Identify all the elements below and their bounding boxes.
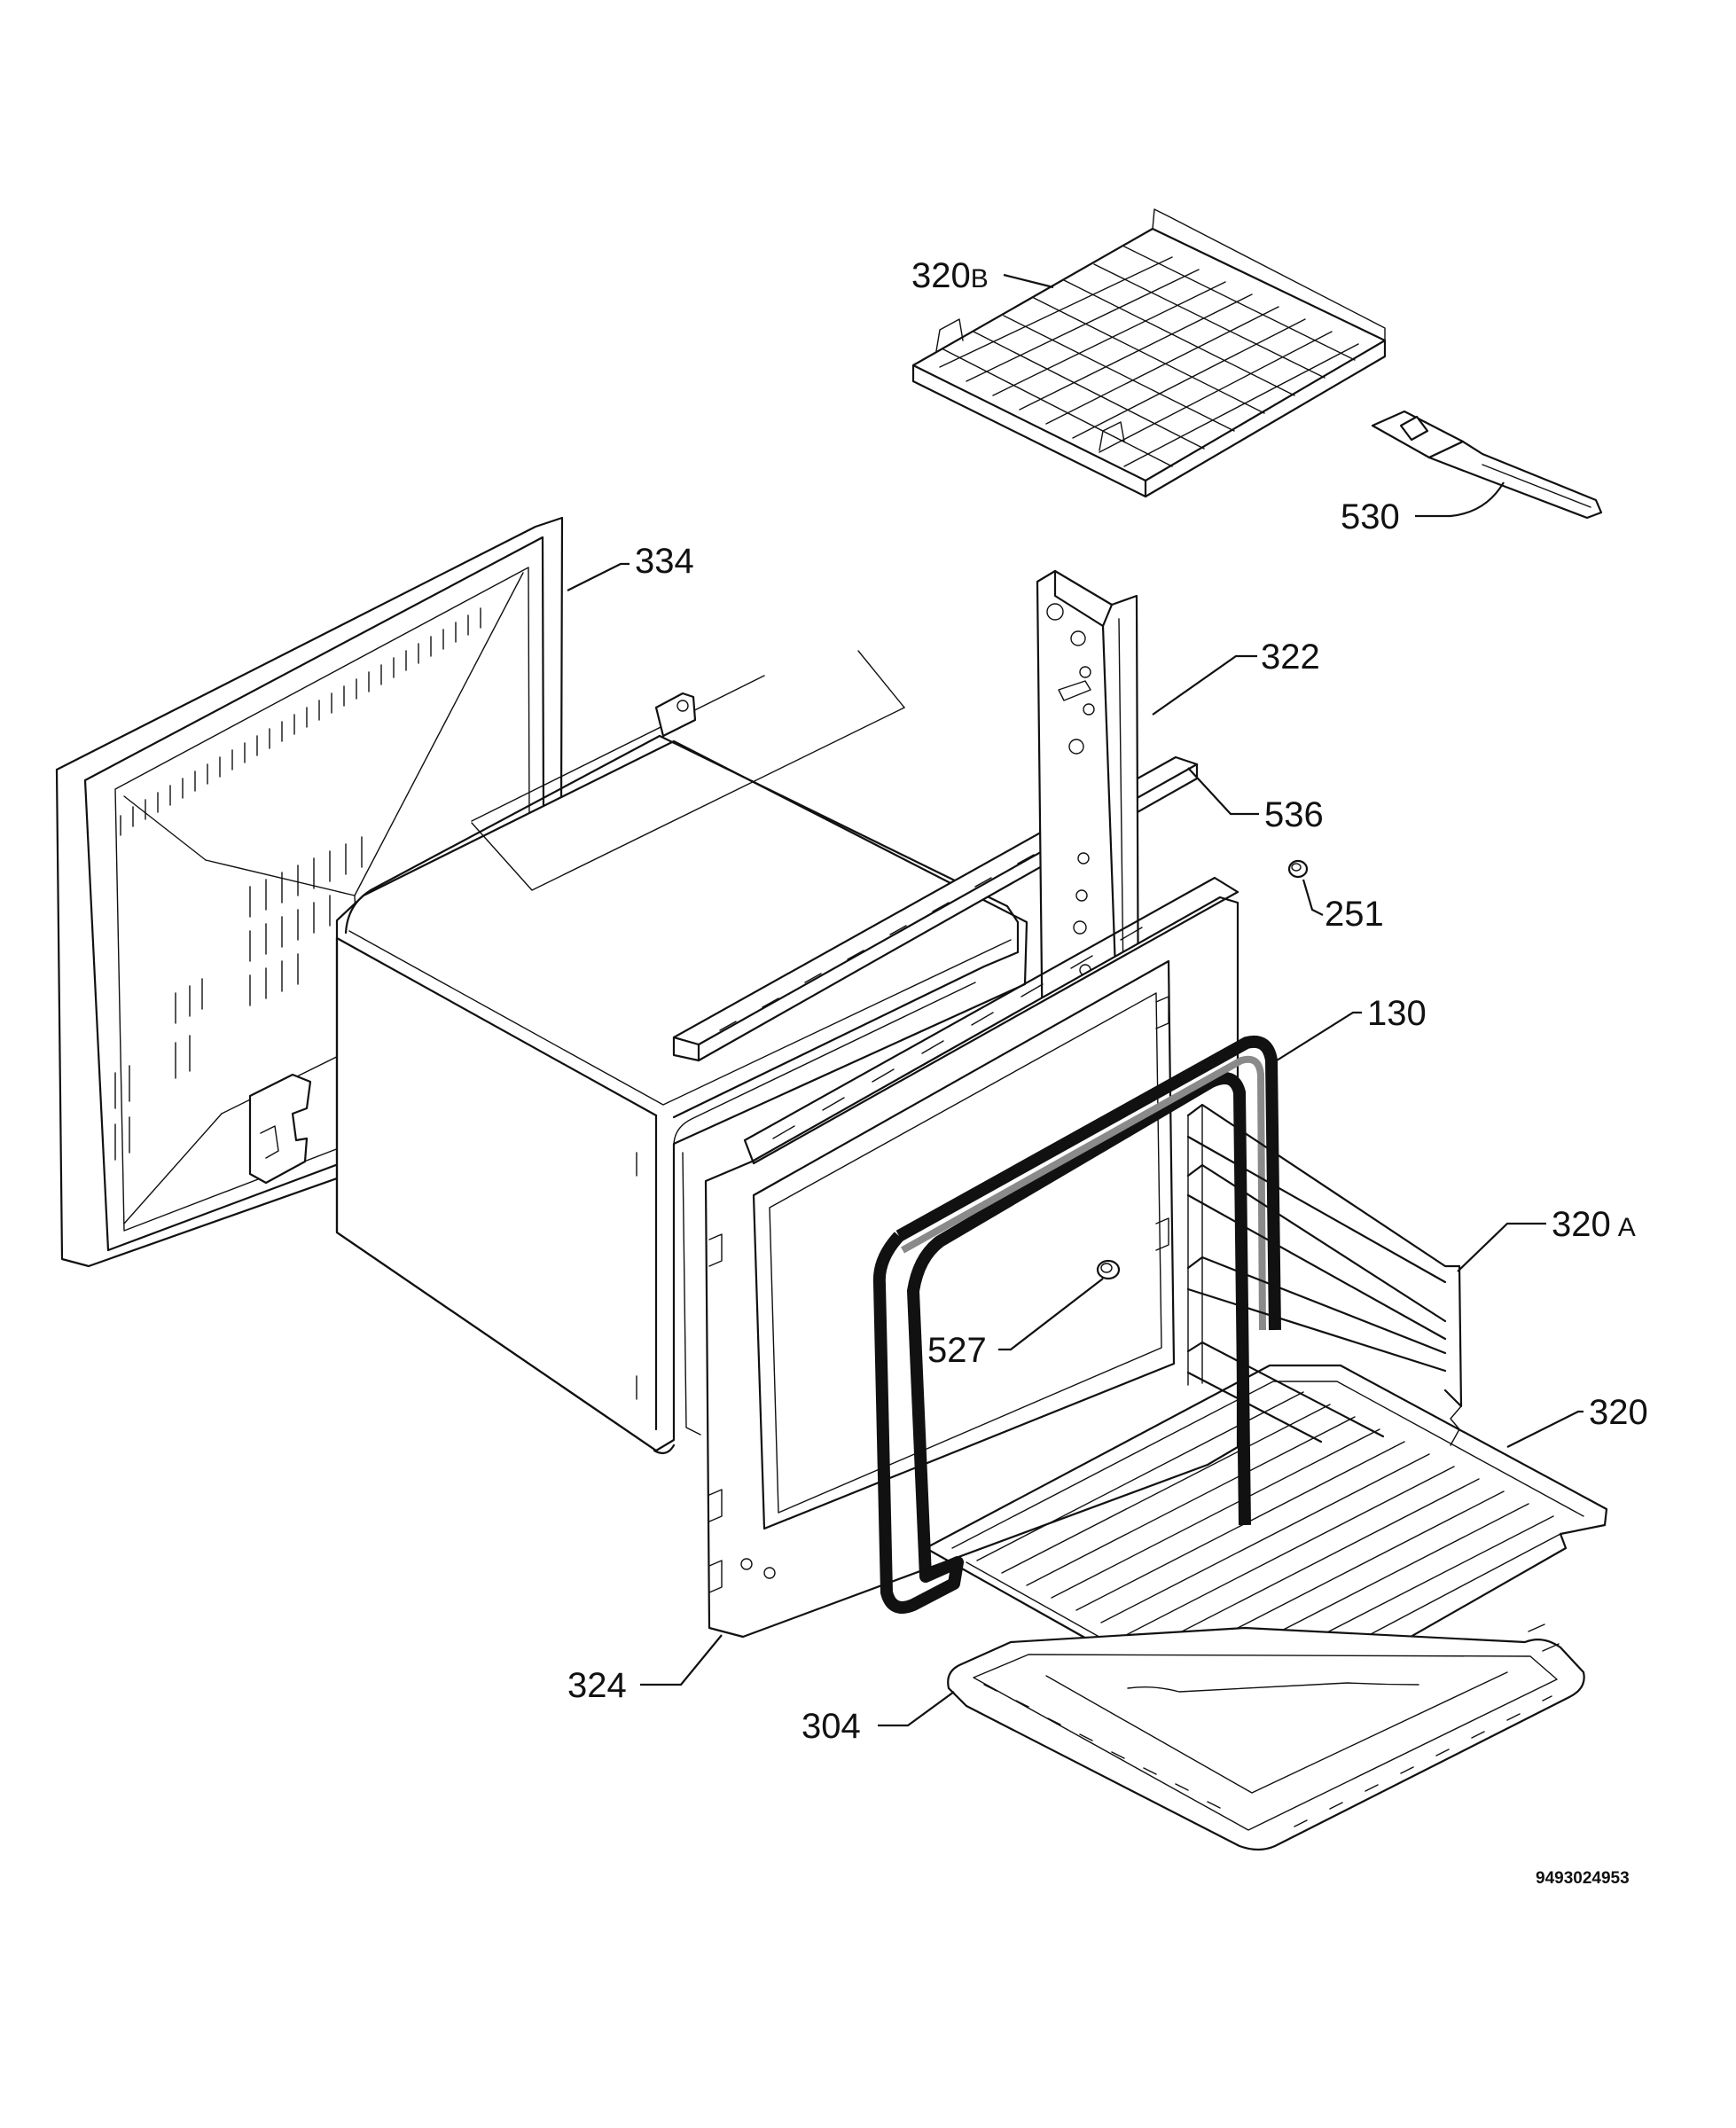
leader-304	[878, 1691, 955, 1727]
callout-320: 320	[1589, 1393, 1648, 1432]
leader-324	[640, 1634, 723, 1686]
leader-320a	[1457, 1222, 1546, 1272]
leader-320b	[1003, 273, 1054, 289]
rear-panel-vent-slots	[114, 607, 481, 1161]
part-530-handle	[1371, 410, 1603, 520]
leader-536	[1187, 767, 1259, 816]
part-527-lamp-holder	[1096, 1259, 1121, 1280]
oven-cavity	[335, 650, 1028, 1455]
leader-527	[998, 1278, 1104, 1351]
callout-527: 527	[927, 1331, 987, 1370]
part-130-door-gasket	[872, 1036, 1281, 1614]
leader-251	[1302, 879, 1324, 916]
leader-322	[1152, 654, 1257, 716]
part-320-oven-shelf	[924, 1364, 1608, 1745]
callout-334: 334	[635, 542, 694, 581]
callout-251: 251	[1325, 895, 1384, 934]
part-322-side-bracket	[1036, 569, 1140, 1069]
callout-130: 130	[1367, 994, 1427, 1033]
part-304-baking-tray	[947, 1623, 1585, 1851]
document-number: 9493024953	[1536, 1869, 1630, 1888]
callout-322: 322	[1261, 638, 1320, 677]
leader-334	[567, 562, 629, 591]
callout-530: 530	[1341, 497, 1400, 536]
part-320a-side-rack	[1186, 1103, 1463, 1446]
leader-130	[1276, 1011, 1362, 1061]
leader-lines	[567, 273, 1584, 1727]
callout-324: 324	[567, 1666, 627, 1705]
leader-530	[1415, 481, 1505, 518]
callout-304: 304	[802, 1707, 861, 1746]
callout-536: 536	[1264, 795, 1324, 834]
callout-320b: 320B	[911, 256, 989, 295]
leader-320	[1506, 1410, 1584, 1448]
part-320b-grid-shelf	[911, 208, 1387, 498]
part-251-screw	[1287, 859, 1309, 879]
